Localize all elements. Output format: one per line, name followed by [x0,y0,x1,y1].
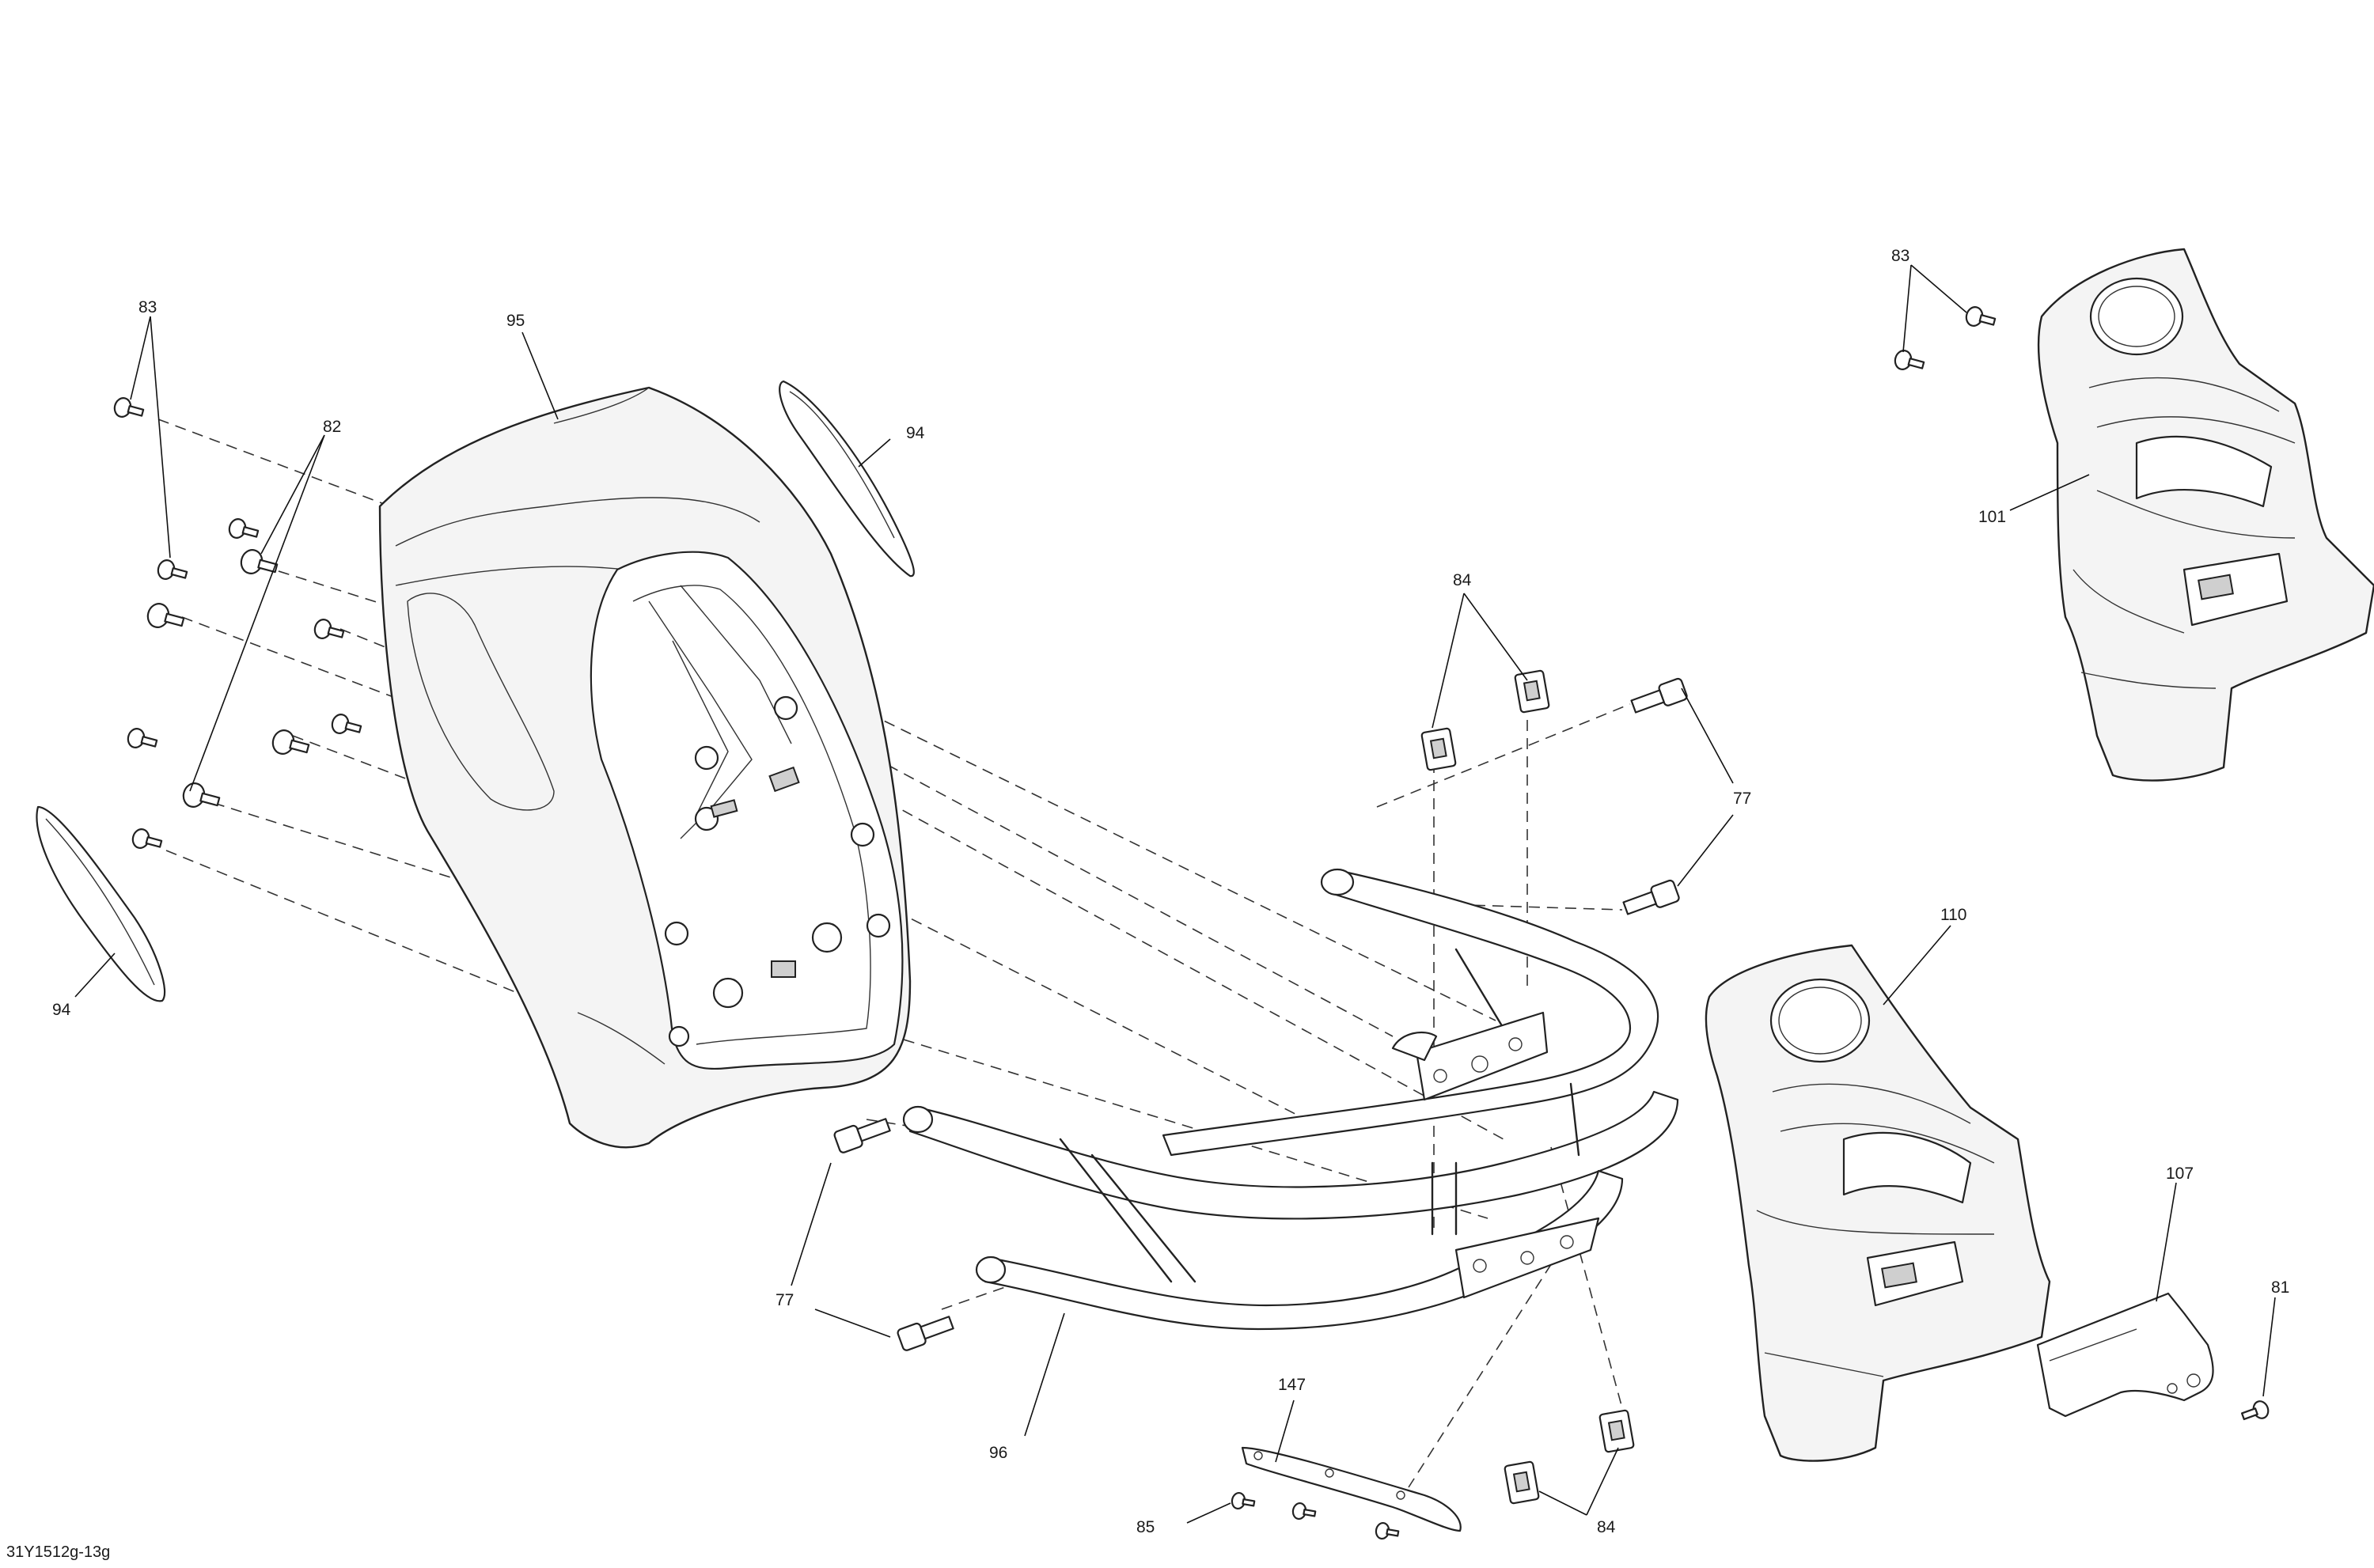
socket-bolt-icon [897,1316,954,1351]
callout-77: 77 [776,1291,794,1309]
socket-bolt-icon [833,1118,891,1153]
clip-nut-icon [1598,1409,1635,1453]
screw-icon [1965,306,1997,327]
screw-icon [1291,1502,1317,1521]
callout-84: 84 [1453,571,1472,589]
bolt-icon [228,518,260,539]
callout-83: 83 [1891,247,1909,265]
clip-nut-icon [1504,1460,1540,1505]
clip-nut-icon [1514,669,1550,714]
callout-107: 107 [2166,1165,2194,1183]
callout-labels: 83 95 82 94 94 84 77 77 83 101 110 107 8… [52,247,2289,1536]
lens-part-left [36,805,166,1002]
lens-part-right [779,380,915,578]
screw-icon [1375,1521,1400,1540]
callout-101: 101 [1978,508,2006,526]
screw-icon [2240,1400,2270,1421]
callout-95: 95 [506,312,525,330]
bracket-plate-part [2036,1292,2214,1418]
bolt-icon [240,549,279,574]
callout-94: 94 [906,424,925,442]
bolt-icon [182,782,221,808]
diagram-code: 31Y1512g-13g [6,1543,110,1561]
front-bumper-part [902,868,1679,1331]
callout-96: 96 [989,1444,1007,1462]
bolt-icon [271,729,310,755]
callout-81: 81 [2271,1278,2289,1297]
socket-bolt-icon [1622,879,1680,915]
screw-icon [157,559,188,580]
callout-82: 82 [323,418,341,436]
callout-110: 110 [1940,906,1966,924]
bolt-icon [146,603,185,628]
bolt-icon [331,714,362,734]
callout-85: 85 [1136,1518,1155,1536]
callout-77: 77 [1733,790,1751,808]
side-panel-part-lower [1705,944,2051,1462]
side-panel-part-upper [2037,248,2374,782]
callout-83: 83 [138,298,157,316]
screw-icon [1894,350,1925,370]
socket-bolt-icon [1630,677,1688,714]
callout-leader-lines [74,264,2276,1524]
bolt-icon [127,728,158,748]
bolt-icon [313,619,345,639]
bracket-strip-part [1241,1446,1462,1532]
callout-147: 147 [1278,1376,1306,1394]
screw-icon [113,397,145,418]
fastener-parts [113,306,2270,1540]
callout-84: 84 [1597,1518,1616,1536]
screw-icon [1231,1491,1256,1510]
bolt-icon [131,828,163,849]
clip-nut-icon [1420,727,1457,771]
fairing-housing-part [378,386,912,1149]
callout-94: 94 [52,1001,71,1019]
